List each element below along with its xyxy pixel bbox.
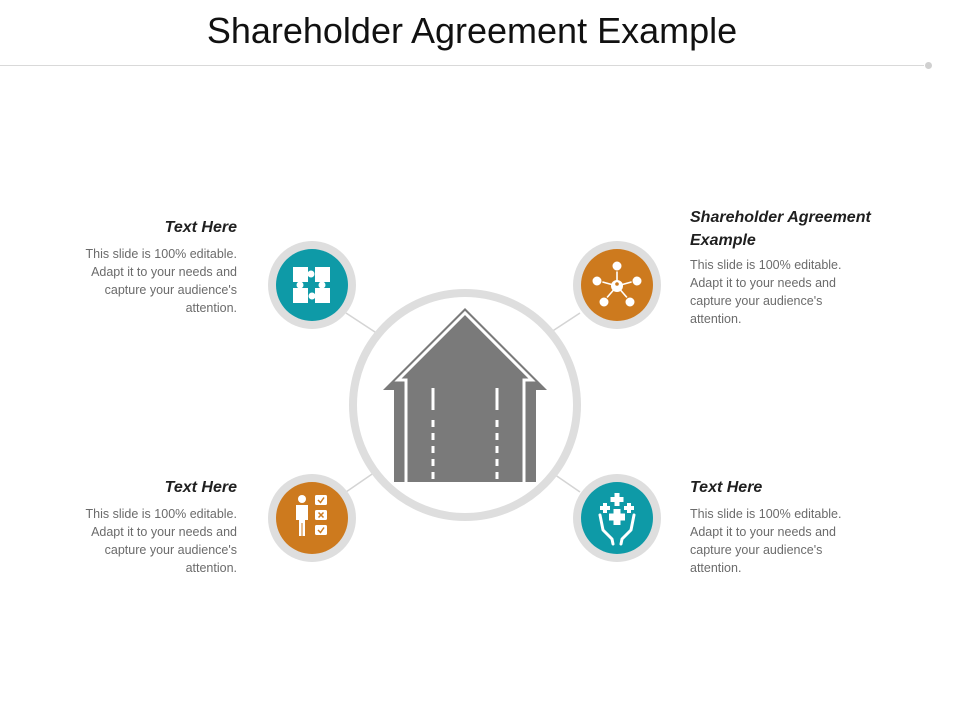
text-block-bottom-left: Text Here This slide is 100% editable. A… [67,476,237,577]
slide-title: Shareholder Agreement Example [206,10,738,51]
block-heading: Text Here [690,479,763,496]
node-top-right [573,241,661,329]
block-body: This slide is 100% editable. Adapt it to… [690,258,842,326]
block-body: This slide is 100% editable. Adapt it to… [85,247,237,315]
block-body: This slide is 100% editable. Adapt it to… [85,507,237,575]
divider-end-dot [925,62,932,69]
block-body: This slide is 100% editable. Adapt it to… [690,507,842,575]
title-divider [0,65,924,66]
checklist-icon [296,495,327,536]
text-block-top-right: Shareholder Agreement Example This slide… [690,206,890,328]
text-block-bottom-right: Text Here This slide is 100% editable. A… [690,476,860,577]
road-arrow-icon [383,308,547,482]
block-heading: Text Here [164,219,237,236]
node-top-left [268,241,356,329]
puzzle-icon [293,267,330,303]
block-heading: Shareholder Agreement Example [690,209,871,249]
block-heading: Text Here [164,479,237,496]
node-bottom-left [268,474,356,562]
hands-care-icon [598,493,636,546]
node-bottom-right [573,474,661,562]
center-hub [349,289,581,521]
text-block-top-left: Text Here This slide is 100% editable. A… [67,216,237,317]
network-icon [591,260,643,308]
connector-top-left [345,312,379,335]
